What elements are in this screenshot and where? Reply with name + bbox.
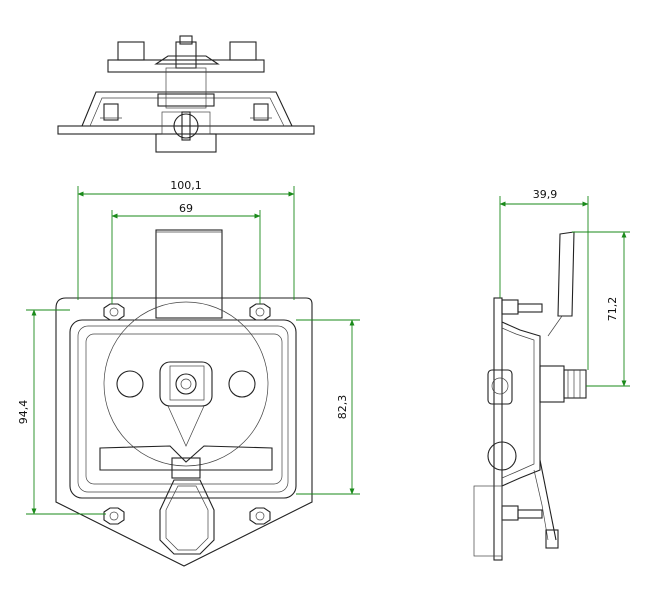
dim-inner-height: 82,3 [336,395,349,420]
dim-side-depth: 39,9 [533,188,558,201]
side-view [473,231,587,561]
side-dimensions: 39,9 71,2 [499,188,630,387]
bolt-top-right [249,303,271,321]
top-view [57,35,315,153]
bolt-bottom-right [249,507,271,525]
dim-front-width: 100,1 [170,179,202,192]
bolt-bottom-left [103,507,125,525]
front-dimensions: 100,1 69 94,4 82,3 [17,179,360,515]
dim-hole-spacing: 69 [179,202,193,215]
dim-side-height: 71,2 [606,297,619,322]
front-view [55,229,313,567]
dim-front-height: 94,4 [17,400,30,425]
bolt-top-left [103,303,125,321]
